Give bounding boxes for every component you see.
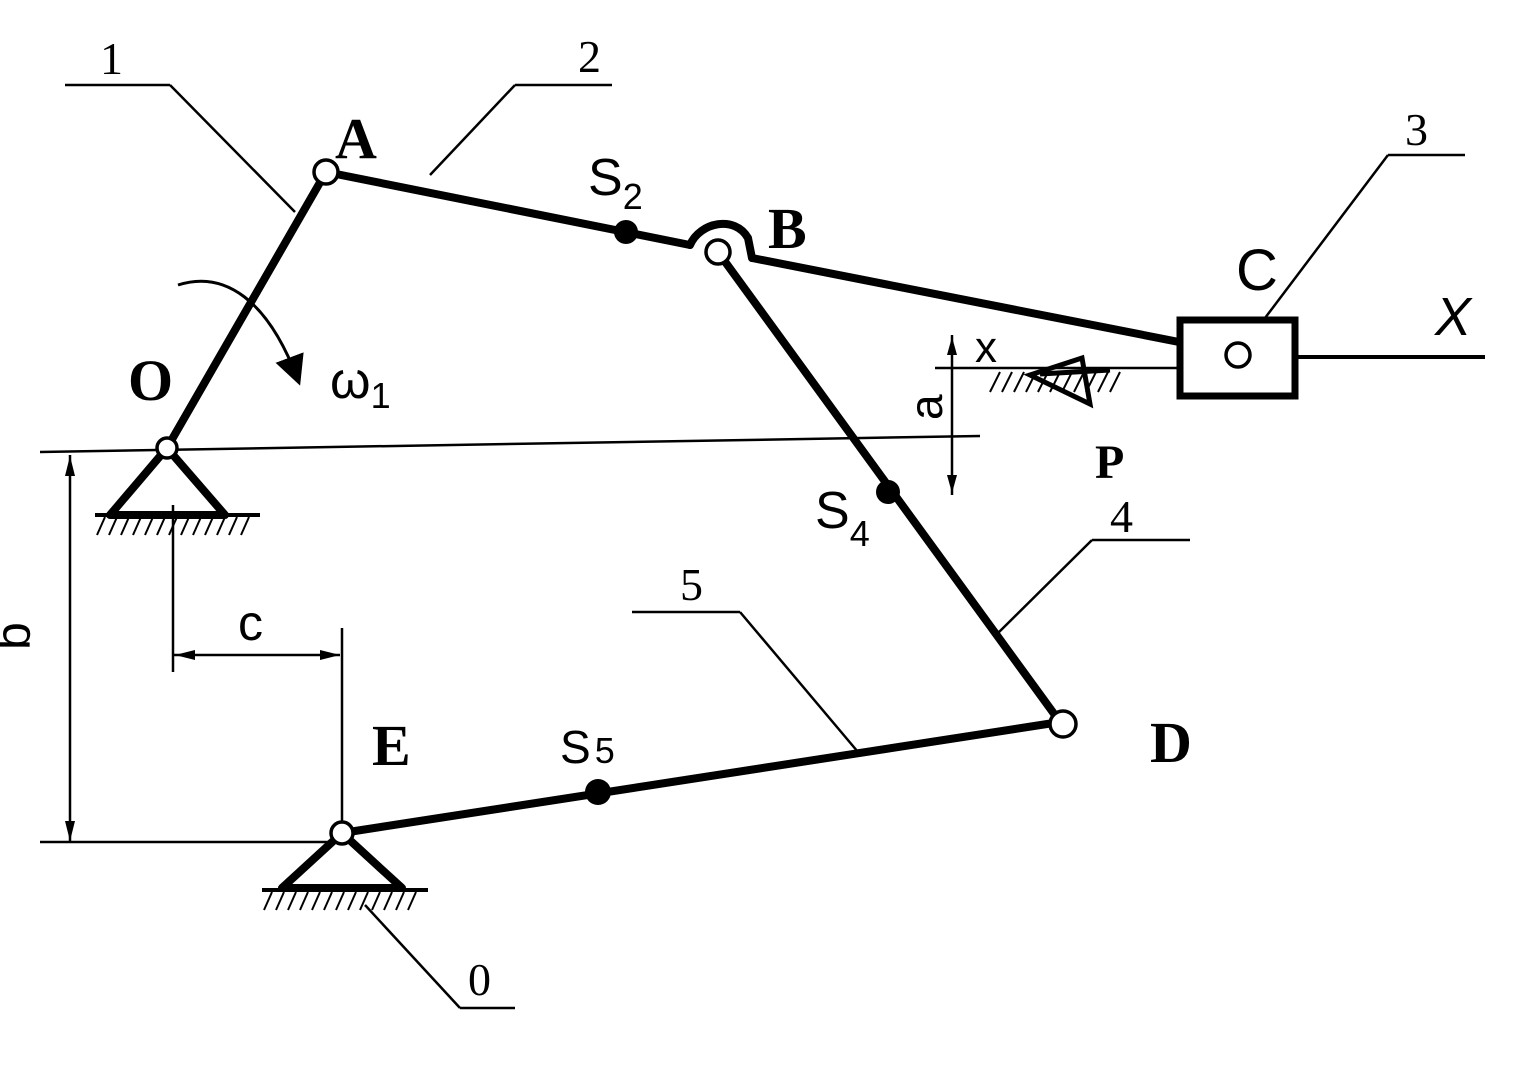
center-of-mass-s5 [585, 779, 611, 805]
label-x-small: x [975, 323, 997, 372]
link-2-bc [748, 254, 1234, 356]
center-of-mass-s2 [614, 220, 638, 244]
joint-o [155, 436, 179, 460]
label-s4: S4 [815, 482, 870, 554]
label-link-3: 3 [1405, 104, 1428, 155]
label-a: a [900, 394, 952, 420]
joint-d [1048, 709, 1078, 739]
joint-a [312, 158, 340, 186]
label-point-c: C [1236, 238, 1278, 303]
label-point-b: B [768, 196, 807, 261]
label-link-2: 2 [578, 31, 601, 82]
leader-3 [1261, 153, 1465, 323]
leader-2 [429, 83, 612, 176]
label-c: c [238, 595, 263, 651]
label-link-4: 4 [1110, 491, 1133, 542]
leader-0 [364, 904, 515, 1010]
link-1-oa [163, 168, 330, 452]
dimension-a [935, 335, 1180, 495]
label-omega: ω1 [330, 352, 391, 416]
baseline-line [39, 434, 981, 454]
label-s2: S2 [588, 149, 643, 217]
leader-1 [65, 83, 296, 213]
joint-e [329, 820, 355, 846]
label-link-5: 5 [680, 559, 703, 610]
ground-support-e [262, 829, 428, 911]
leader-5 [632, 610, 859, 753]
force-p-arrow [1023, 354, 1111, 409]
label-x-axis: X [1433, 287, 1473, 347]
label-point-e: E [372, 713, 411, 778]
ground-support-o [95, 444, 260, 536]
omega-arrow-icon [177, 279, 304, 386]
label-force-p: P [1095, 436, 1124, 489]
label-link-1: 1 [100, 33, 123, 84]
leader-4 [994, 538, 1190, 637]
label-point-a: A [335, 106, 377, 171]
label-point-o: O [128, 348, 173, 413]
label-link-0: 0 [468, 954, 491, 1005]
dimension-c [171, 505, 344, 830]
joint-c [1224, 341, 1252, 369]
joint-b [704, 238, 732, 266]
link-2-hook [686, 219, 756, 262]
center-of-mass-s4 [876, 480, 900, 504]
label-b: b [0, 622, 41, 650]
label-point-d: D [1150, 710, 1192, 775]
dimension-b [40, 455, 340, 844]
link-5-ed [338, 718, 1064, 837]
